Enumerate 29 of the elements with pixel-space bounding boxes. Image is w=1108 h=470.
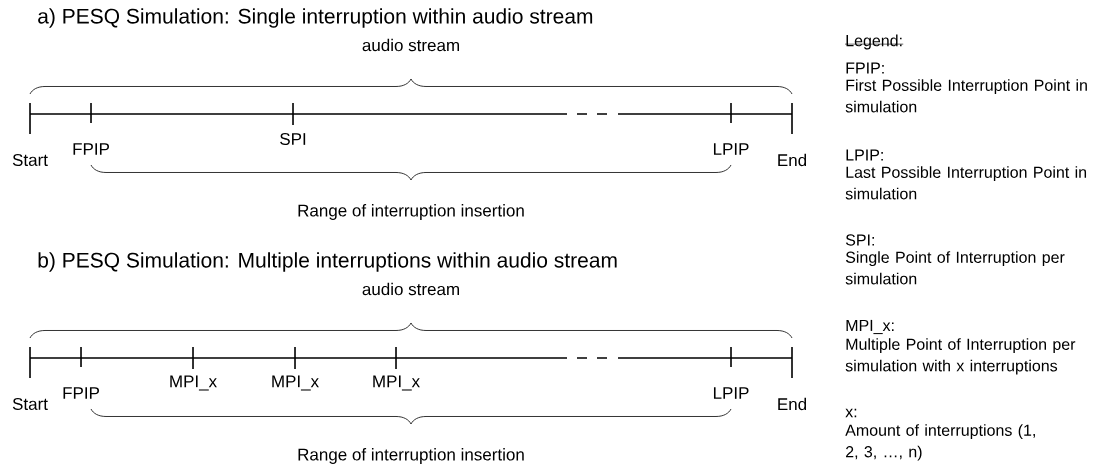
legend-term: SPI: <box>845 234 874 246</box>
point-label: MPI_x <box>373 375 420 391</box>
point-label: Start <box>12 397 48 410</box>
point-label: FPIP <box>73 143 109 155</box>
point-label: MPI_x <box>272 375 319 391</box>
legend-heading: Legend: <box>844 34 904 50</box>
panel-title: a) PESQ Simulation: Single interruption within audio stream <box>38 8 593 28</box>
point-label: End <box>778 397 807 411</box>
point-label: LPIP <box>713 387 749 399</box>
legend-term: FPIP: <box>846 62 884 74</box>
point-label: SPI <box>280 132 306 145</box>
legend-term: LPIP: <box>846 149 883 161</box>
point-label: LPIP <box>713 143 749 155</box>
legend-term: x: <box>845 408 857 418</box>
legend-definition: Multiple Point of Interruption per simulation with x interruptions <box>845 338 1076 375</box>
brace-label: Range of interruption insertion <box>298 448 524 464</box>
point-label: End <box>778 153 807 167</box>
brace-label: audio stream <box>362 282 459 296</box>
point-label: Start <box>12 153 48 166</box>
legend-definition: Amount of interruptions (1, 2, 3, …, n) <box>845 424 1035 461</box>
panel-title: b) PESQ Simulation: Multiple interruptions within audio stream <box>38 252 617 272</box>
legend-term: MPI_x: <box>846 319 894 335</box>
point-label: MPI_x <box>170 375 217 391</box>
brace-label: audio stream <box>362 38 459 52</box>
legend-definition: Single Point of Interruption per simulation <box>845 251 1065 285</box>
brace-label: Range of interruption insertion <box>298 204 524 220</box>
point-label: FPIP <box>63 387 99 399</box>
legend-definition: First Possible Interruption Point in simulation <box>845 79 1087 113</box>
legend-definition: Last Possible Interruption Point in simulation <box>845 166 1087 200</box>
